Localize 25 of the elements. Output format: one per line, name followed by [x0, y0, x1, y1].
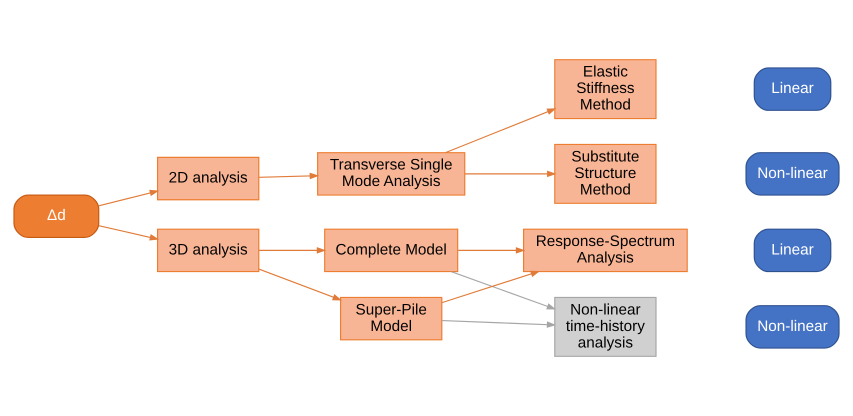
node-box: Non-linear time-history analysis [554, 296, 657, 357]
arrow [464, 170, 556, 178]
node-box: 3D analysis [156, 228, 260, 272]
arrow [98, 190, 160, 206]
node-box: Substitute Structure Method [554, 144, 657, 204]
node-box: Elastic Stiffness Method [554, 59, 657, 120]
arrow [259, 172, 320, 180]
arrow [446, 108, 556, 154]
node-box: Linear [754, 228, 832, 272]
arrow [442, 270, 540, 304]
node-box: Complete Model [324, 228, 458, 272]
arrow [259, 247, 326, 254]
arrow [458, 247, 526, 254]
node-box: Super-Pile Model [340, 296, 442, 340]
node-box: Non-linear [745, 305, 840, 349]
node-box: Non-linear [745, 152, 840, 196]
arrow [259, 268, 342, 300]
node-box: Δd [13, 194, 100, 238]
arrow [451, 271, 556, 310]
node-box: Response-Spectrum Analysis [523, 228, 688, 272]
arrow [442, 320, 556, 328]
node-box: 2D analysis [156, 156, 260, 200]
node-box: Linear [754, 67, 832, 111]
arrow [98, 225, 160, 241]
node-box: Transverse Single Mode Analysis [317, 152, 466, 196]
